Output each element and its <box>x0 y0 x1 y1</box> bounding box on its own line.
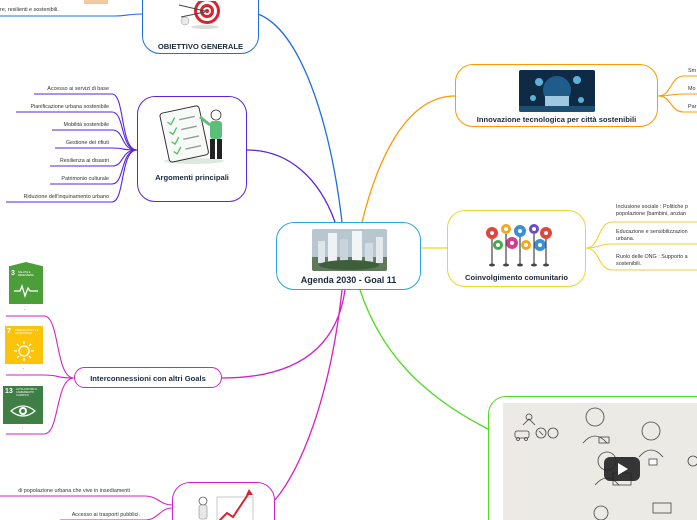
objective-fragment-image <box>84 0 108 4</box>
indicator-item[interactable]: Accesso ai trasporti pubblici. <box>71 512 140 518</box>
eye-globe-icon <box>10 405 36 417</box>
city-skyline-image <box>312 229 387 271</box>
topic-item[interactable]: Riduzione dell'inquinamento urbano <box>23 194 109 200</box>
objective-title: OBIETTIVO GENERALE <box>157 42 244 51</box>
central-node[interactable]: Agenda 2030 - Goal 11 <box>276 222 421 290</box>
objective-fragment-text: re, resilienti e sostenibili. <box>0 7 59 13</box>
indicators-node[interactable] <box>172 482 275 520</box>
topic-item[interactable]: Mobilità sostenibile <box>63 122 109 128</box>
growth-chart-illustration <box>191 487 257 520</box>
sdg-card-13[interactable]: 13 LOTTA CONTRO IL CAMBIAMENTO CLIMATICO <box>3 386 43 424</box>
topic-item[interactable]: Gestione dei rifiuti <box>65 140 109 146</box>
sdg-caption: . <box>23 365 25 371</box>
objective-node[interactable]: OBIETTIVO GENERALE <box>142 0 259 54</box>
heartbeat-icon <box>14 284 38 298</box>
play-icon <box>618 463 628 475</box>
central-title: Agenda 2030 - Goal 11 <box>300 275 397 285</box>
innovation-item[interactable]: Sm <box>688 68 697 74</box>
video-node[interactable] <box>488 396 697 520</box>
sun-power-icon <box>14 341 34 361</box>
sdg-caption: . <box>22 424 24 430</box>
sdg-card-number: 7 <box>7 328 11 335</box>
sdg-card-text: SALUTE E BENESSERE <box>18 271 34 277</box>
topic-item[interactable]: Patrimonio culturale <box>61 176 109 182</box>
tech-city-image <box>519 70 595 112</box>
community-item[interactable]: Educazione e sensibilizzazion urbana. <box>616 229 688 242</box>
play-button[interactable] <box>604 457 640 481</box>
sdg-card-7[interactable]: 7 ENERGIA PULITA E ACCESSIBILE <box>5 326 43 364</box>
indicator-item[interactable]: di popolazione urbana che vive in insedi… <box>18 488 130 494</box>
gears-illustration <box>480 221 556 271</box>
interconnections-title: Interconnessioni con altri Goals <box>90 374 206 383</box>
checklist-illustration <box>154 103 232 165</box>
topics-node[interactable]: Argomenti principali <box>137 96 247 202</box>
sdg-caption: . <box>24 306 26 312</box>
sdg-card-text: ENERGIA PULITA E ACCESSIBILE <box>15 329 39 335</box>
sdg-card-text: LOTTA CONTRO IL CAMBIAMENTO CLIMATICO <box>16 388 37 397</box>
sdg-card-number: 13 <box>5 388 13 395</box>
topic-item[interactable]: Resilienza ai disastri <box>59 158 109 164</box>
innovation-item[interactable]: Mo <box>688 86 696 92</box>
target-illustration <box>175 1 229 29</box>
topic-item[interactable]: Accesso ai servizi di base <box>47 86 109 92</box>
sdg-card-3[interactable]: 3 SALUTE E BENESSERE <box>9 262 43 304</box>
community-title: Coinvolgimento comunitario <box>465 273 568 282</box>
innovation-node[interactable]: Innovazione tecnologica per città sosten… <box>455 64 658 127</box>
topics-title: Argomenti principali <box>155 173 229 182</box>
sdg-card-number: 3 <box>11 270 15 277</box>
interconnections-node[interactable]: Interconnessioni con altri Goals <box>74 367 222 388</box>
community-node[interactable]: Coinvolgimento comunitario <box>447 210 586 287</box>
video-thumbnail[interactable] <box>503 403 697 520</box>
topic-item[interactable]: Pianificazione urbana sostenibile <box>30 104 109 110</box>
community-item[interactable]: Inclusione sociale : Politiche p popolaz… <box>616 204 688 217</box>
innovation-title: Innovazione tecnologica per città sosten… <box>476 115 637 124</box>
community-item[interactable]: Ruolo delle ONG : Supporto a sostenibili… <box>616 254 688 267</box>
innovation-item[interactable]: Par <box>688 104 697 110</box>
